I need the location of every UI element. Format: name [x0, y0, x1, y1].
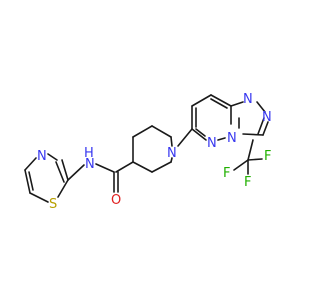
bond: [151, 161, 172, 173]
bond: [61, 159, 69, 181]
bond: [210, 94, 232, 107]
atom-n-thiazole: N: [37, 149, 47, 164]
bond: [230, 101, 244, 107]
bond: [132, 125, 153, 138]
atom-f-left: F: [223, 166, 230, 181]
atom-h-amide: H: [84, 146, 94, 161]
bond: [257, 117, 265, 135]
bond: [29, 192, 49, 203]
bond: [177, 128, 193, 147]
atom-labels: N N N N N O N H N S F F F: [37, 92, 272, 212]
bond: [67, 164, 85, 181]
atom-n-triazole-top-left: N: [243, 92, 253, 107]
atom-nh-amide: N: [85, 157, 95, 172]
atom-n-piperidine: N: [167, 146, 177, 161]
bond: [233, 159, 249, 171]
atom-f-top: F: [264, 149, 271, 164]
bond: [191, 94, 212, 107]
bond: [95, 163, 115, 173]
bond: [151, 125, 172, 138]
bond: [247, 158, 263, 161]
bond: [55, 161, 65, 183]
bond: [115, 161, 134, 173]
atom-n-triazole-bridge: N: [227, 131, 237, 146]
bond: [247, 139, 254, 161]
bond: [256, 101, 266, 113]
bond: [28, 171, 34, 191]
bond: [210, 98, 228, 109]
bond: [132, 161, 153, 173]
bond: [242, 133, 264, 136]
bond: [47, 153, 58, 161]
bond: [262, 121, 269, 136]
atom-s-thiazole: S: [49, 197, 57, 212]
atom-n-triazole-top-right: N: [262, 110, 272, 125]
bond: [170, 136, 173, 147]
bond: [57, 179, 69, 198]
bond-lines: [24, 94, 269, 203]
bond: [217, 137, 226, 141]
bond: [195, 128, 206, 137]
bond: [24, 157, 37, 171]
atom-o-carbonyl: O: [111, 193, 121, 208]
molecule-structure-diagram: N N N N N O N H N S F F F: [24, 92, 272, 212]
bond: [24, 169, 31, 194]
atom-n-pyridazine: N: [207, 136, 217, 151]
bond: [191, 128, 207, 141]
atom-f-right: F: [244, 175, 251, 190]
